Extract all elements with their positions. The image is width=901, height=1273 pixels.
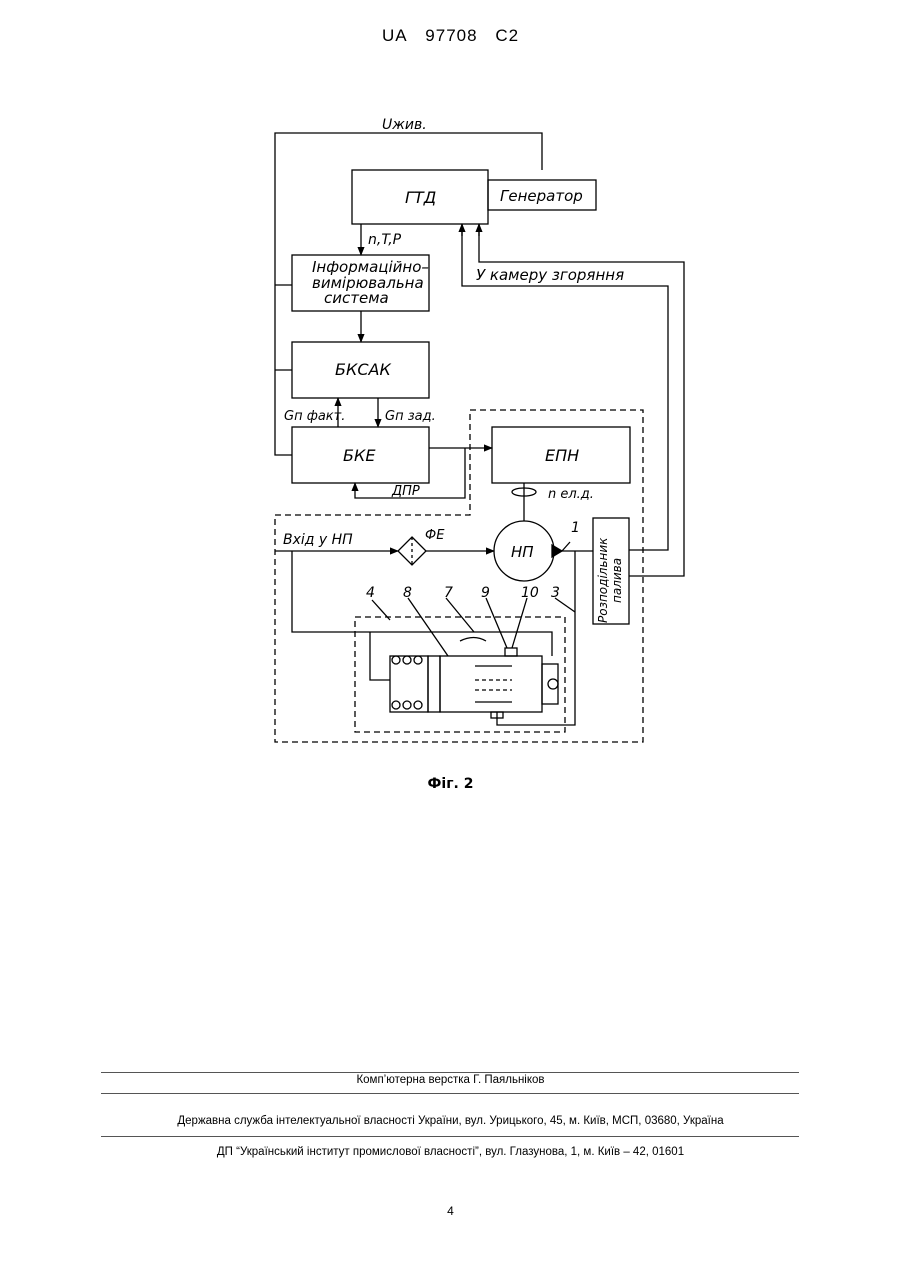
gp-fact-label: Gп факт. bbox=[284, 409, 345, 424]
epn-label: ЕПН bbox=[545, 446, 579, 465]
supply-voltage-line bbox=[275, 133, 542, 455]
np-label: НП bbox=[511, 543, 534, 561]
label-1: 1 bbox=[571, 520, 580, 536]
footer-agency: Державна служба інтелектуальної власност… bbox=[0, 1115, 901, 1127]
label-4: 4 bbox=[366, 585, 375, 601]
footer-layout: Комп’ютерна верстка Г. Паяльніков bbox=[0, 1074, 901, 1086]
label-8: 8 bbox=[403, 585, 412, 601]
footer-rule bbox=[101, 1093, 799, 1094]
figure-caption: Фіг. 2 bbox=[0, 776, 901, 792]
params-label: n,T,P bbox=[368, 232, 402, 248]
label-7: 7 bbox=[444, 585, 453, 601]
footer-institute: ДП “Український інститут промислової вла… bbox=[0, 1146, 901, 1158]
footer-rule bbox=[101, 1136, 799, 1137]
dpr-label: ДПР bbox=[391, 484, 420, 499]
gp-zad-label: Gп зад. bbox=[385, 409, 436, 424]
fe-label: ФЕ bbox=[425, 528, 445, 543]
label-9: 9 bbox=[481, 585, 490, 601]
n-el-label: n ел.д. bbox=[548, 487, 594, 502]
generator-label: Генератор bbox=[500, 187, 583, 205]
block-diagram: Uжив. ГТД Генератор n,T,P У камеру згоря… bbox=[0, 0, 901, 800]
page-number: 4 bbox=[0, 1204, 901, 1218]
inlet-label: Вхід у НП bbox=[283, 532, 353, 548]
bke-label: БКЕ bbox=[343, 446, 376, 465]
bksak-label: БКСАК bbox=[335, 360, 391, 379]
chamber-label: У камеру згоряння bbox=[476, 266, 624, 284]
label-10: 10 bbox=[521, 585, 539, 601]
dashed-enclosure bbox=[275, 410, 643, 742]
distributor-label-2: палива bbox=[610, 558, 624, 603]
label-3: 3 bbox=[551, 585, 560, 601]
supply-voltage-label: Uжив. bbox=[382, 117, 427, 133]
distributor-label-1: Розподільник bbox=[596, 537, 610, 623]
gtd-label: ГТД bbox=[405, 188, 436, 207]
ivs-label-3: система bbox=[324, 289, 389, 307]
valve-assembly bbox=[370, 632, 558, 718]
footer-rule bbox=[101, 1072, 799, 1073]
